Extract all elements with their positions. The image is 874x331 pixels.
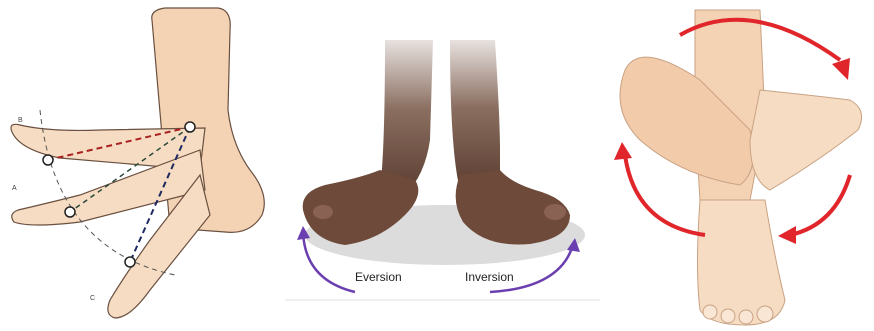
label-c: C [90,295,95,302]
eversion-label: Eversion [355,270,402,284]
right-toe [544,204,566,220]
left-toe [313,205,333,219]
label-b: B [18,117,23,124]
top-arrowhead [832,58,850,80]
left-leg [380,40,433,195]
toe [757,306,773,322]
foot-circumduction-illustration [600,0,874,331]
side-foot [750,90,862,190]
right-arrow [790,175,850,235]
toe [739,310,753,324]
inversion-label: Inversion [465,270,514,284]
right-leg [450,40,500,190]
point-a [65,207,75,217]
toe [703,305,717,319]
eversion-inversion-photo: Eversion Inversion [285,0,600,331]
ankle-point [185,122,195,132]
point-b [43,155,53,165]
foot-plantarflexion-diagram: B A C [0,0,280,331]
toe [721,309,735,323]
circumduction-illustration [600,0,874,331]
right-arrowhead [778,226,796,244]
point-c [125,257,135,267]
plantarflexion-illustration: B A C [0,0,280,331]
label-a: A [12,185,17,192]
left-arrowhead [614,142,632,160]
feet-illustration: Eversion Inversion [285,0,600,331]
